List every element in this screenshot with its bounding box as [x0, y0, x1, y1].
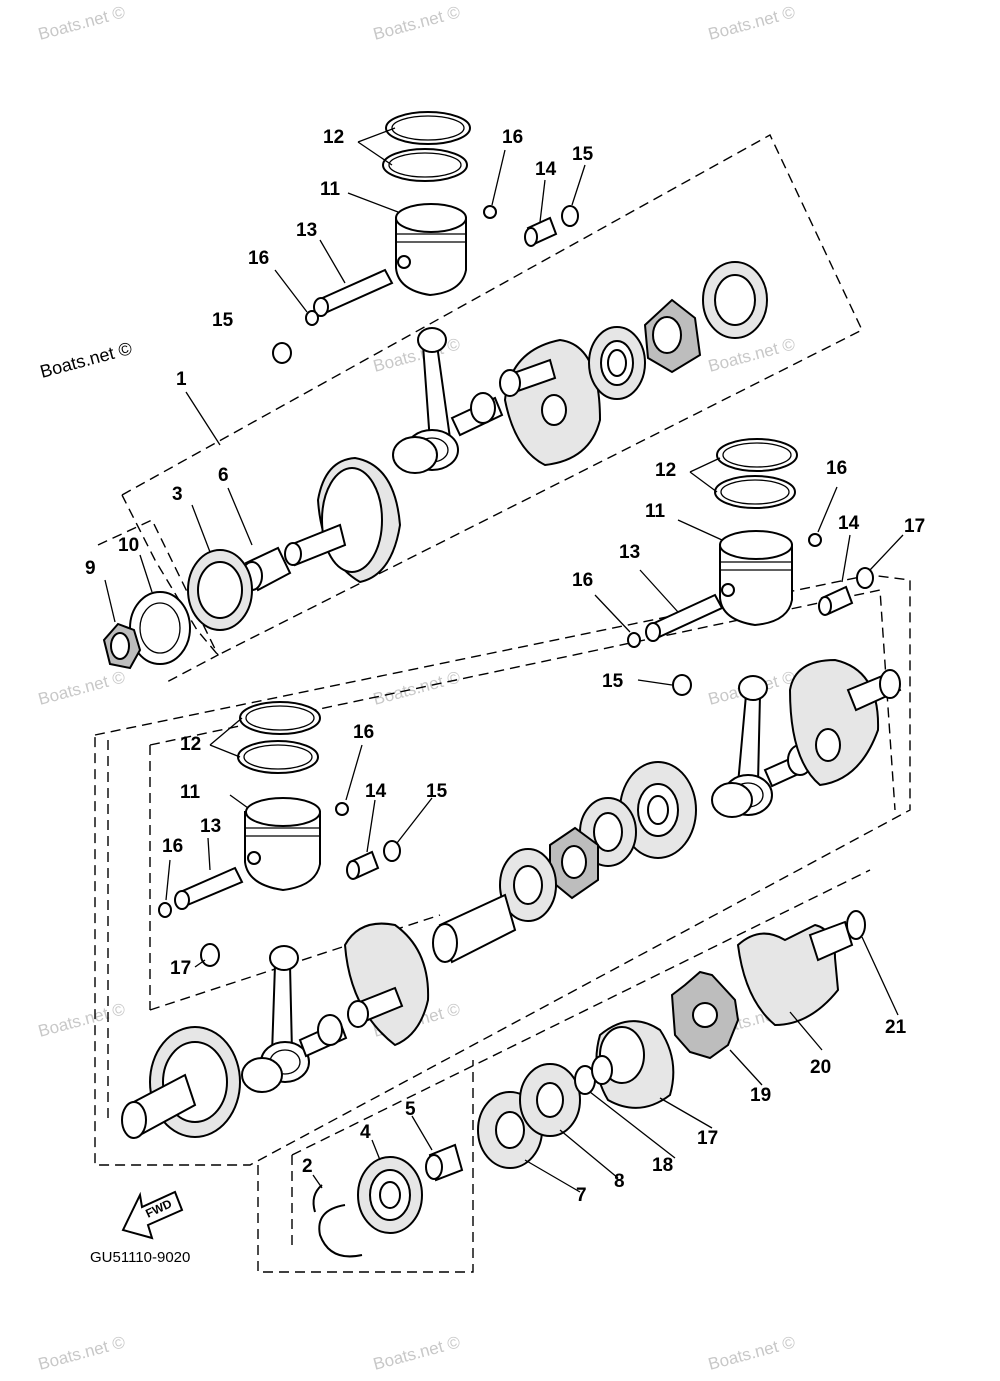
callout-4: 4 [360, 1122, 371, 1143]
callout-16: 16 [572, 570, 593, 591]
callout-9: 9 [85, 558, 96, 579]
top-piston-assembly [102, 111, 768, 670]
circlip [305, 310, 319, 326]
watermark-text: Boats.net © [36, 999, 127, 1041]
callout-11: 11 [645, 501, 666, 522]
piston-pin [316, 268, 394, 315]
piston-ring [237, 740, 319, 774]
callout-21: 21 [885, 1017, 907, 1038]
callout-12: 12 [655, 460, 676, 481]
coupling-hub [736, 923, 840, 1027]
callout-18: 18 [652, 1155, 673, 1176]
callout-19: 19 [750, 1085, 771, 1106]
callout-3: 3 [172, 484, 183, 505]
callout-12: 12 [180, 734, 201, 755]
callout-8: 8 [614, 1171, 625, 1192]
piston-ring [382, 148, 468, 182]
washer [272, 342, 292, 364]
drive-end-parts [312, 910, 866, 1258]
callout-17: 17 [904, 516, 925, 537]
callout-12: 12 [323, 127, 344, 148]
connecting-rod [421, 344, 452, 444]
callout-17: 17 [697, 1128, 718, 1149]
circlip [335, 802, 349, 816]
piston [395, 217, 467, 297]
washer [200, 943, 220, 967]
callout-16: 16 [826, 458, 847, 479]
callout-14: 14 [365, 781, 387, 802]
leader-lines [104, 127, 904, 1193]
connecting-rod [736, 694, 762, 786]
callout-16: 16 [353, 722, 374, 743]
callout-14: 14 [838, 513, 860, 534]
callout-1: 1 [176, 369, 187, 390]
washer [383, 840, 401, 862]
circlip [158, 902, 172, 918]
o-ring [846, 910, 866, 940]
callout-5: 5 [405, 1099, 416, 1120]
washer [561, 205, 579, 227]
watermark-text: Boats.net © [36, 667, 127, 709]
callout-15: 15 [572, 144, 594, 165]
connecting-rod [270, 964, 294, 1056]
snap-ring [318, 1204, 363, 1258]
diagram-code: GU51110-9020 [90, 1249, 190, 1266]
forward-arrow: FWD [121, 1190, 184, 1240]
piston-ring [239, 701, 321, 735]
fwd-arrow-icon [121, 1190, 184, 1240]
watermark-text: Boats.net © [38, 338, 134, 382]
callout-16: 16 [248, 248, 269, 269]
washer [856, 567, 874, 589]
callout-20: 20 [810, 1057, 831, 1078]
lower-left-piston-assembly [121, 701, 430, 1139]
callout-6: 6 [218, 465, 229, 486]
piston-ring [716, 438, 798, 472]
watermark-text: Boats.net © [371, 2, 462, 44]
callout-13: 13 [296, 220, 317, 241]
watermark-text: Boats.net © [36, 1332, 127, 1374]
callout-17: 17 [170, 958, 191, 979]
watermark-text: Boats.net © [371, 1332, 462, 1374]
watermark-text: Boats.net © [36, 2, 127, 44]
watermark-text: Boats.net © [706, 1332, 797, 1374]
watermark-text: Boats.net © [371, 334, 462, 376]
callout-11: 11 [180, 782, 201, 803]
callout-13: 13 [200, 816, 221, 837]
callout-7: 7 [576, 1185, 587, 1206]
callout-16: 16 [502, 127, 523, 148]
callout-13: 13 [619, 542, 640, 563]
piston-ring [714, 475, 796, 509]
callout-16: 16 [162, 836, 183, 857]
callout-10: 10 [118, 535, 139, 556]
piston [244, 811, 321, 892]
right-piston-assembly [432, 438, 902, 964]
callout-15: 15 [602, 671, 624, 692]
circlip [627, 632, 641, 648]
circlip [483, 205, 497, 219]
callout-2: 2 [302, 1156, 313, 1177]
circlip [808, 533, 822, 547]
watermark-text: Boats.net © [706, 2, 797, 44]
piston-ring [385, 111, 471, 145]
callout-11: 11 [320, 179, 341, 200]
callout-14: 14 [535, 159, 557, 180]
washer [672, 674, 692, 696]
callouts: 12 16 11 14 15 13 16 15 1 3 6 10 9 12 16… [85, 127, 925, 1206]
callout-15: 15 [426, 781, 448, 802]
callout-15: 15 [212, 310, 234, 331]
